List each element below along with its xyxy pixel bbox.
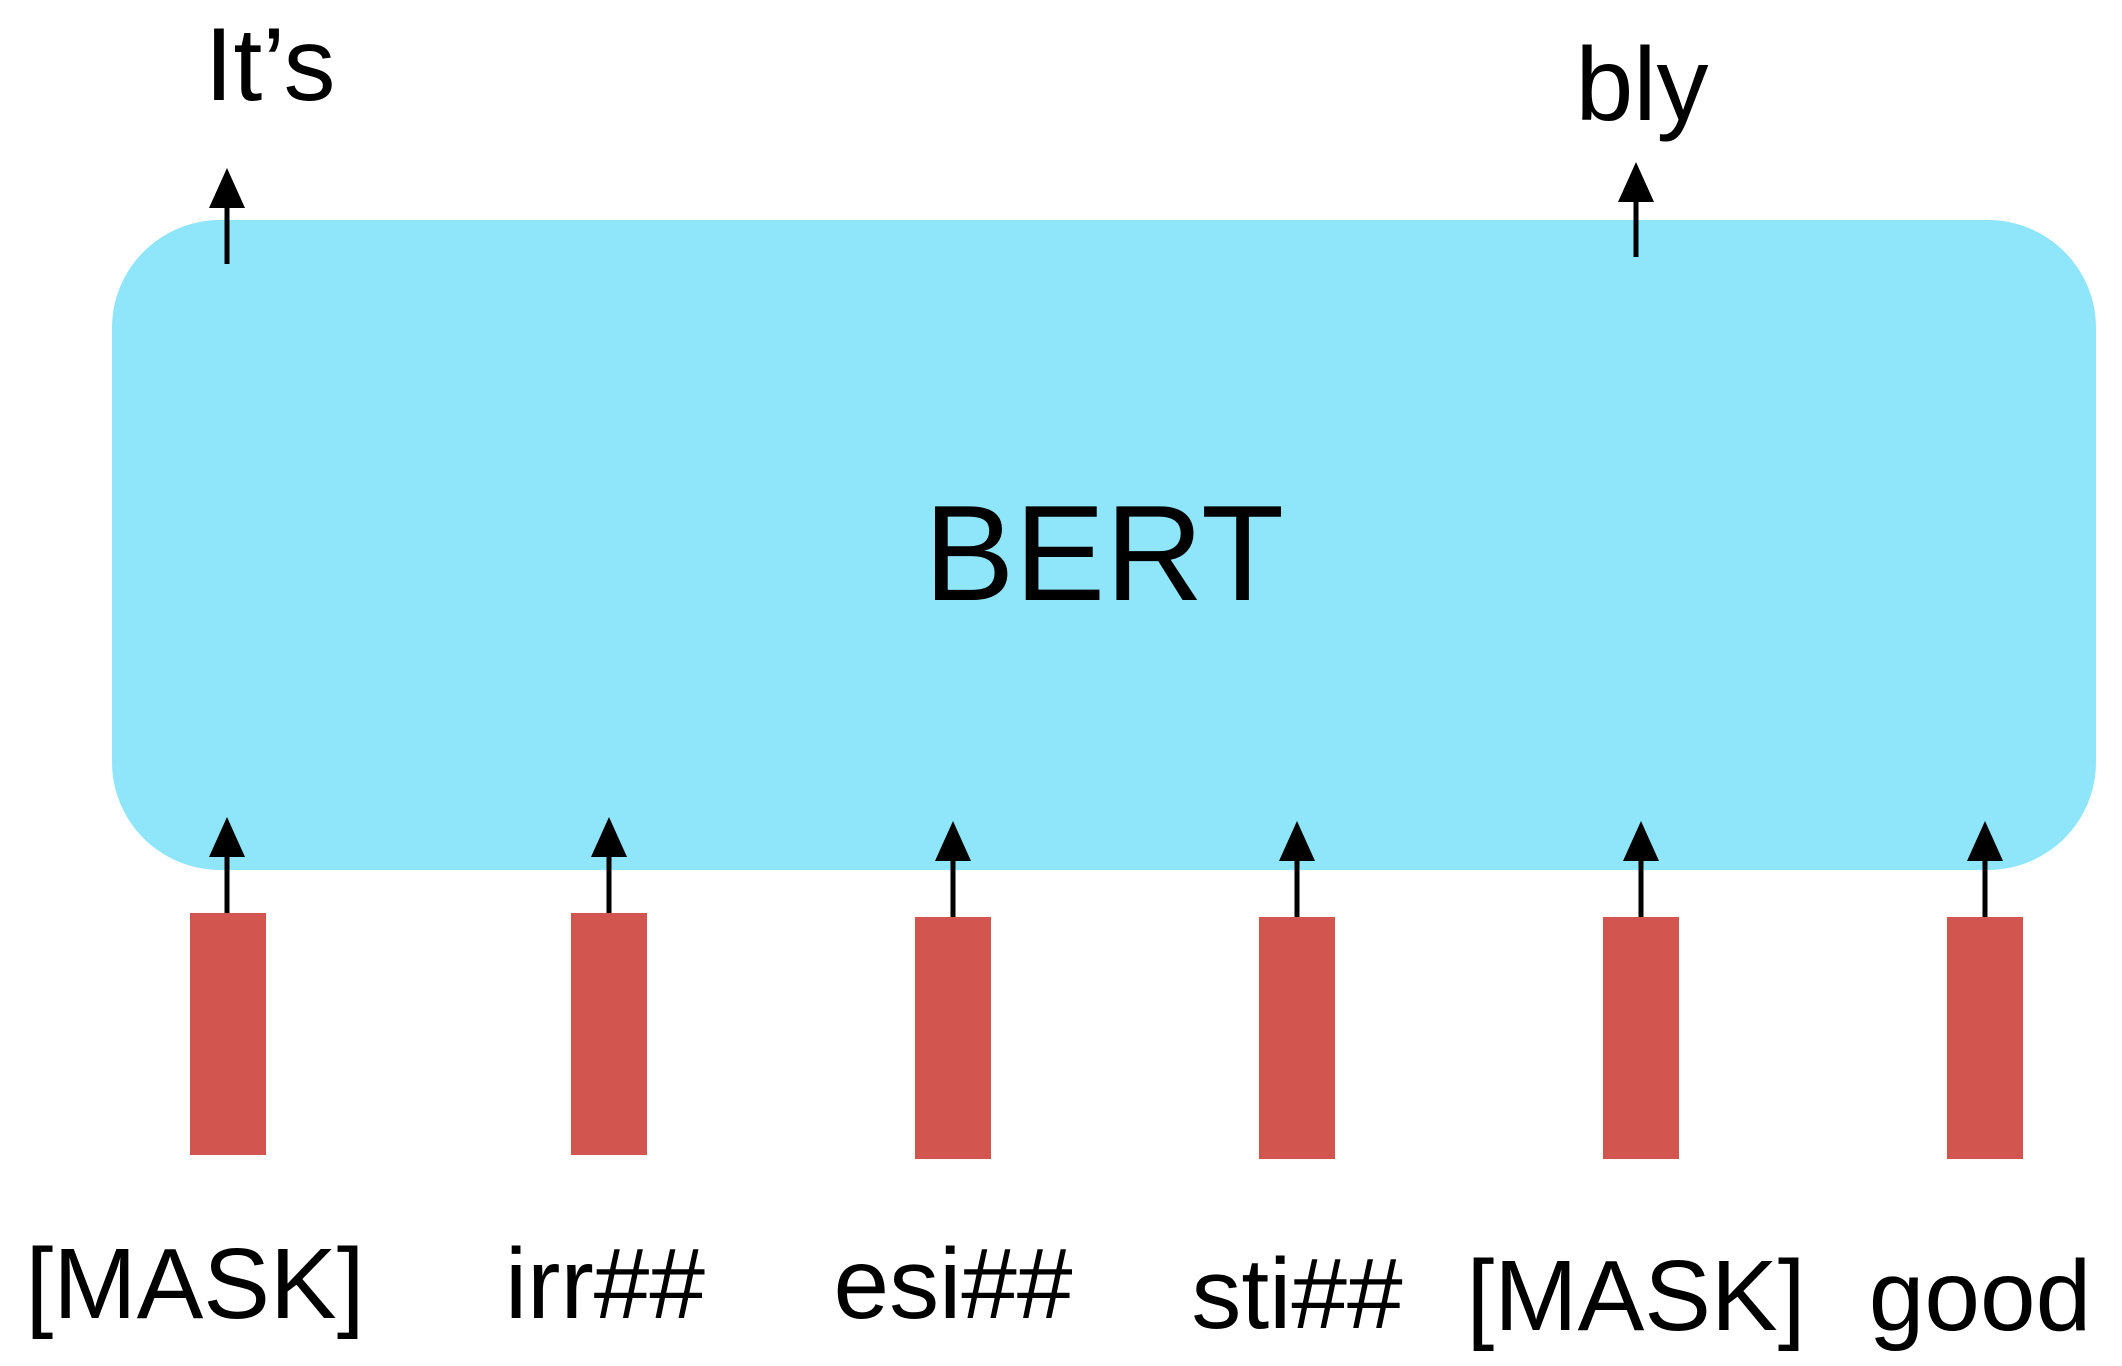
token-embedding [915, 917, 991, 1159]
input-token-1: [MASK] [26, 1228, 365, 1340]
input-column-4 [1259, 821, 1335, 1159]
up-arrowhead [1279, 821, 1315, 861]
output-arrow-1 [209, 168, 245, 264]
up-arrowhead [935, 821, 971, 861]
input-column-1 [190, 817, 266, 1155]
token-embedding [571, 913, 647, 1155]
output-arrow-2 [1618, 162, 1654, 257]
bert-model-label: BERT [924, 477, 1284, 629]
token-embedding [190, 913, 266, 1155]
up-arrowhead [209, 817, 245, 857]
up-arrowhead [591, 817, 627, 857]
token-embedding [1259, 917, 1335, 1159]
input-token-5: [MASK] [1467, 1240, 1806, 1352]
output-token-its: It’s [204, 7, 335, 123]
input-column-5 [1603, 821, 1679, 1159]
bert-model-box [112, 220, 2096, 870]
input-column-2 [571, 817, 647, 1155]
input-token-3: esi## [833, 1228, 1072, 1340]
up-arrowhead [1967, 821, 2003, 861]
token-embedding [1603, 917, 1679, 1159]
input-column-6 [1947, 821, 2023, 1159]
input-token-2: irr## [505, 1228, 705, 1340]
token-embedding [1947, 917, 2023, 1159]
input-column-3 [915, 821, 991, 1159]
input-token-6: good [1869, 1240, 2091, 1352]
output-token-bly: bly [1576, 27, 1709, 143]
up-arrowhead [1623, 821, 1659, 861]
input-token-4: sti## [1191, 1238, 1403, 1350]
